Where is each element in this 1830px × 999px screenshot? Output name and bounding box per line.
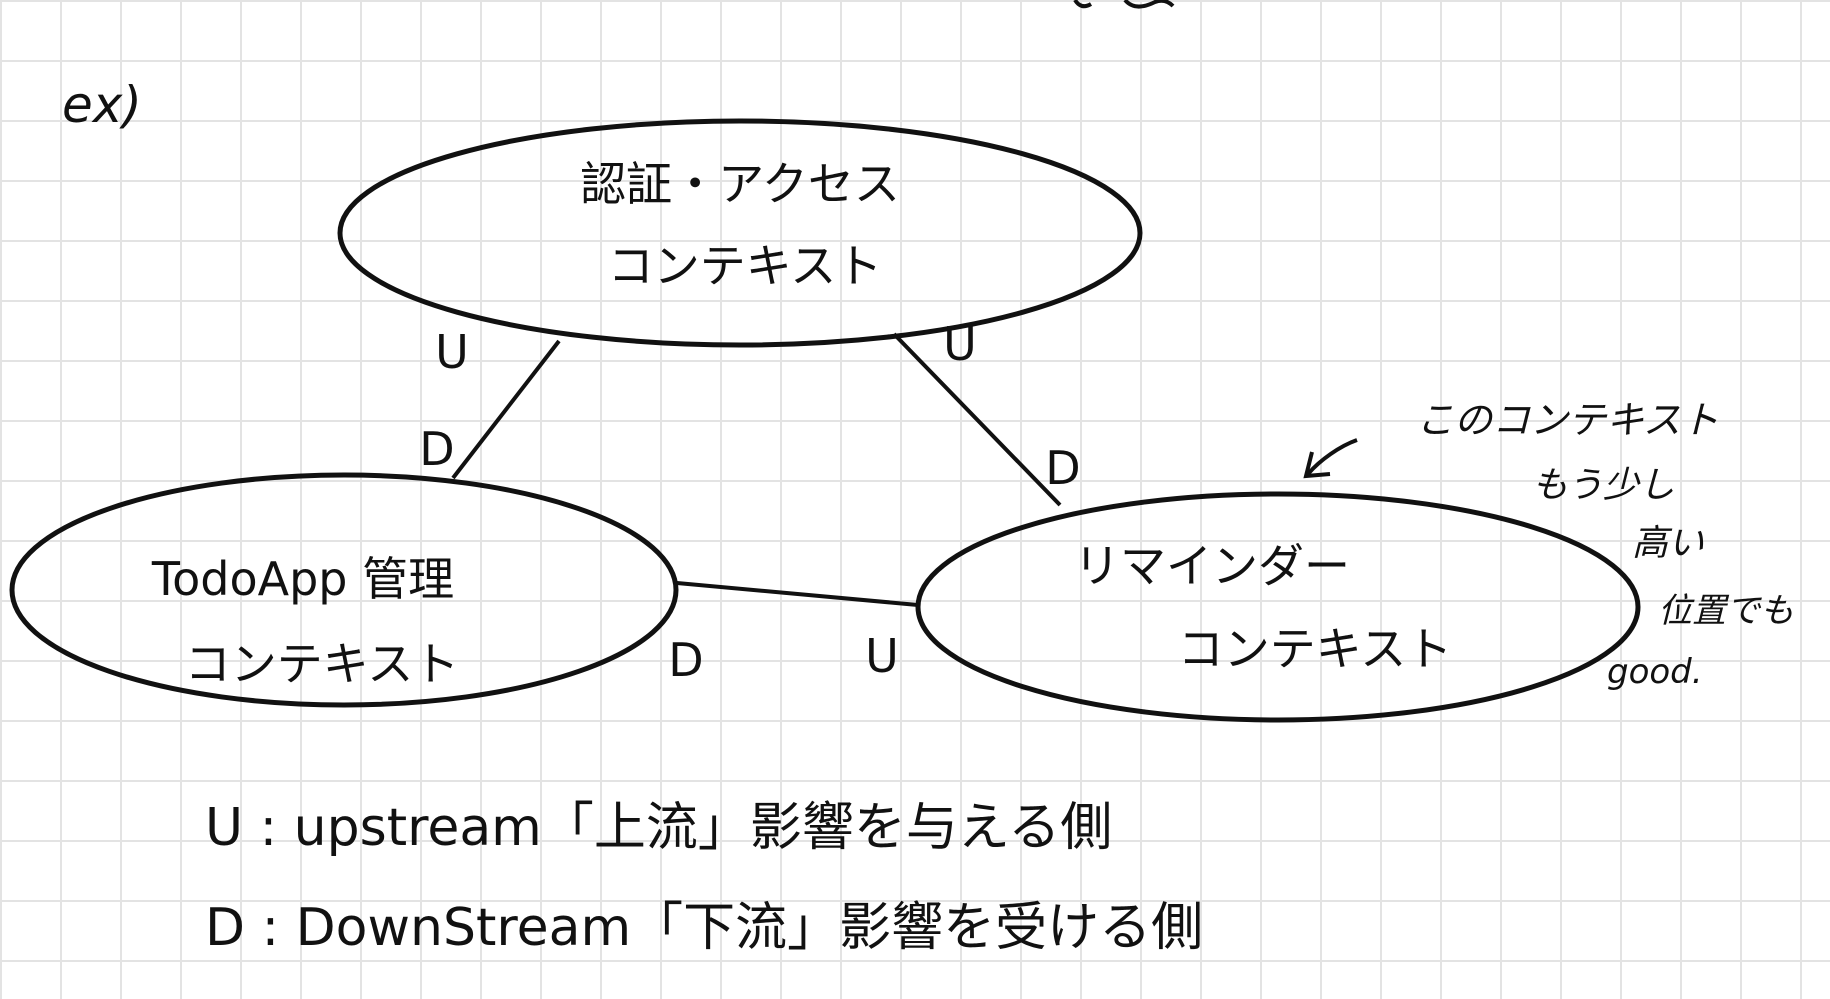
reminder-context-title: リマインダー: [1074, 539, 1350, 593]
todo-context-ellipse: [9, 472, 679, 708]
reminder-context-ellipse: [915, 491, 1641, 723]
edge-auth-todo-downstream-marker: D: [419, 422, 454, 476]
legend-downstream: D : DownStream「下流」影響を受ける側: [205, 898, 1203, 958]
annotation-line-2: もう少し: [1532, 465, 1675, 506]
legend-upstream: U : upstream「上流」影響を与える側: [205, 798, 1112, 858]
clipped-top-scribble: [1073, 0, 1175, 9]
todo-context-title: TodoApp 管理: [151, 552, 454, 606]
annotation-arrow: [1306, 438, 1358, 476]
edge-reminder-todo-upstream-marker: U: [865, 629, 899, 683]
reminder-context-subtitle: コンテキスト: [1178, 622, 1453, 676]
edge-auth-todo: [451, 339, 561, 480]
annotation-line-3: 高い: [1632, 523, 1704, 564]
example-label: ex): [62, 76, 142, 134]
edge-auth-todo-upstream-marker: U: [435, 325, 469, 379]
edge-auth-reminder-upstream-marker: U: [943, 317, 977, 371]
edge-auth-reminder: [892, 332, 1062, 507]
todo-context-subtitle: コンテキスト: [185, 637, 460, 691]
edge-reminder-todo-downstream-marker: D: [668, 633, 703, 687]
auth-context-ellipse: [337, 118, 1143, 348]
annotation-arrow-head: [1303, 451, 1331, 479]
edge-auth-reminder-downstream-marker: D: [1045, 441, 1080, 495]
annotation-line-4: 位置でも: [1658, 591, 1794, 631]
annotation-line-5: good.: [1607, 652, 1703, 692]
annotation-line-1: このコンテキスト: [1416, 398, 1719, 442]
edge-todo-reminder: [676, 581, 919, 607]
auth-context-subtitle: コンテキスト: [608, 239, 883, 293]
auth-context-title: 認証・アクセス: [580, 157, 900, 211]
